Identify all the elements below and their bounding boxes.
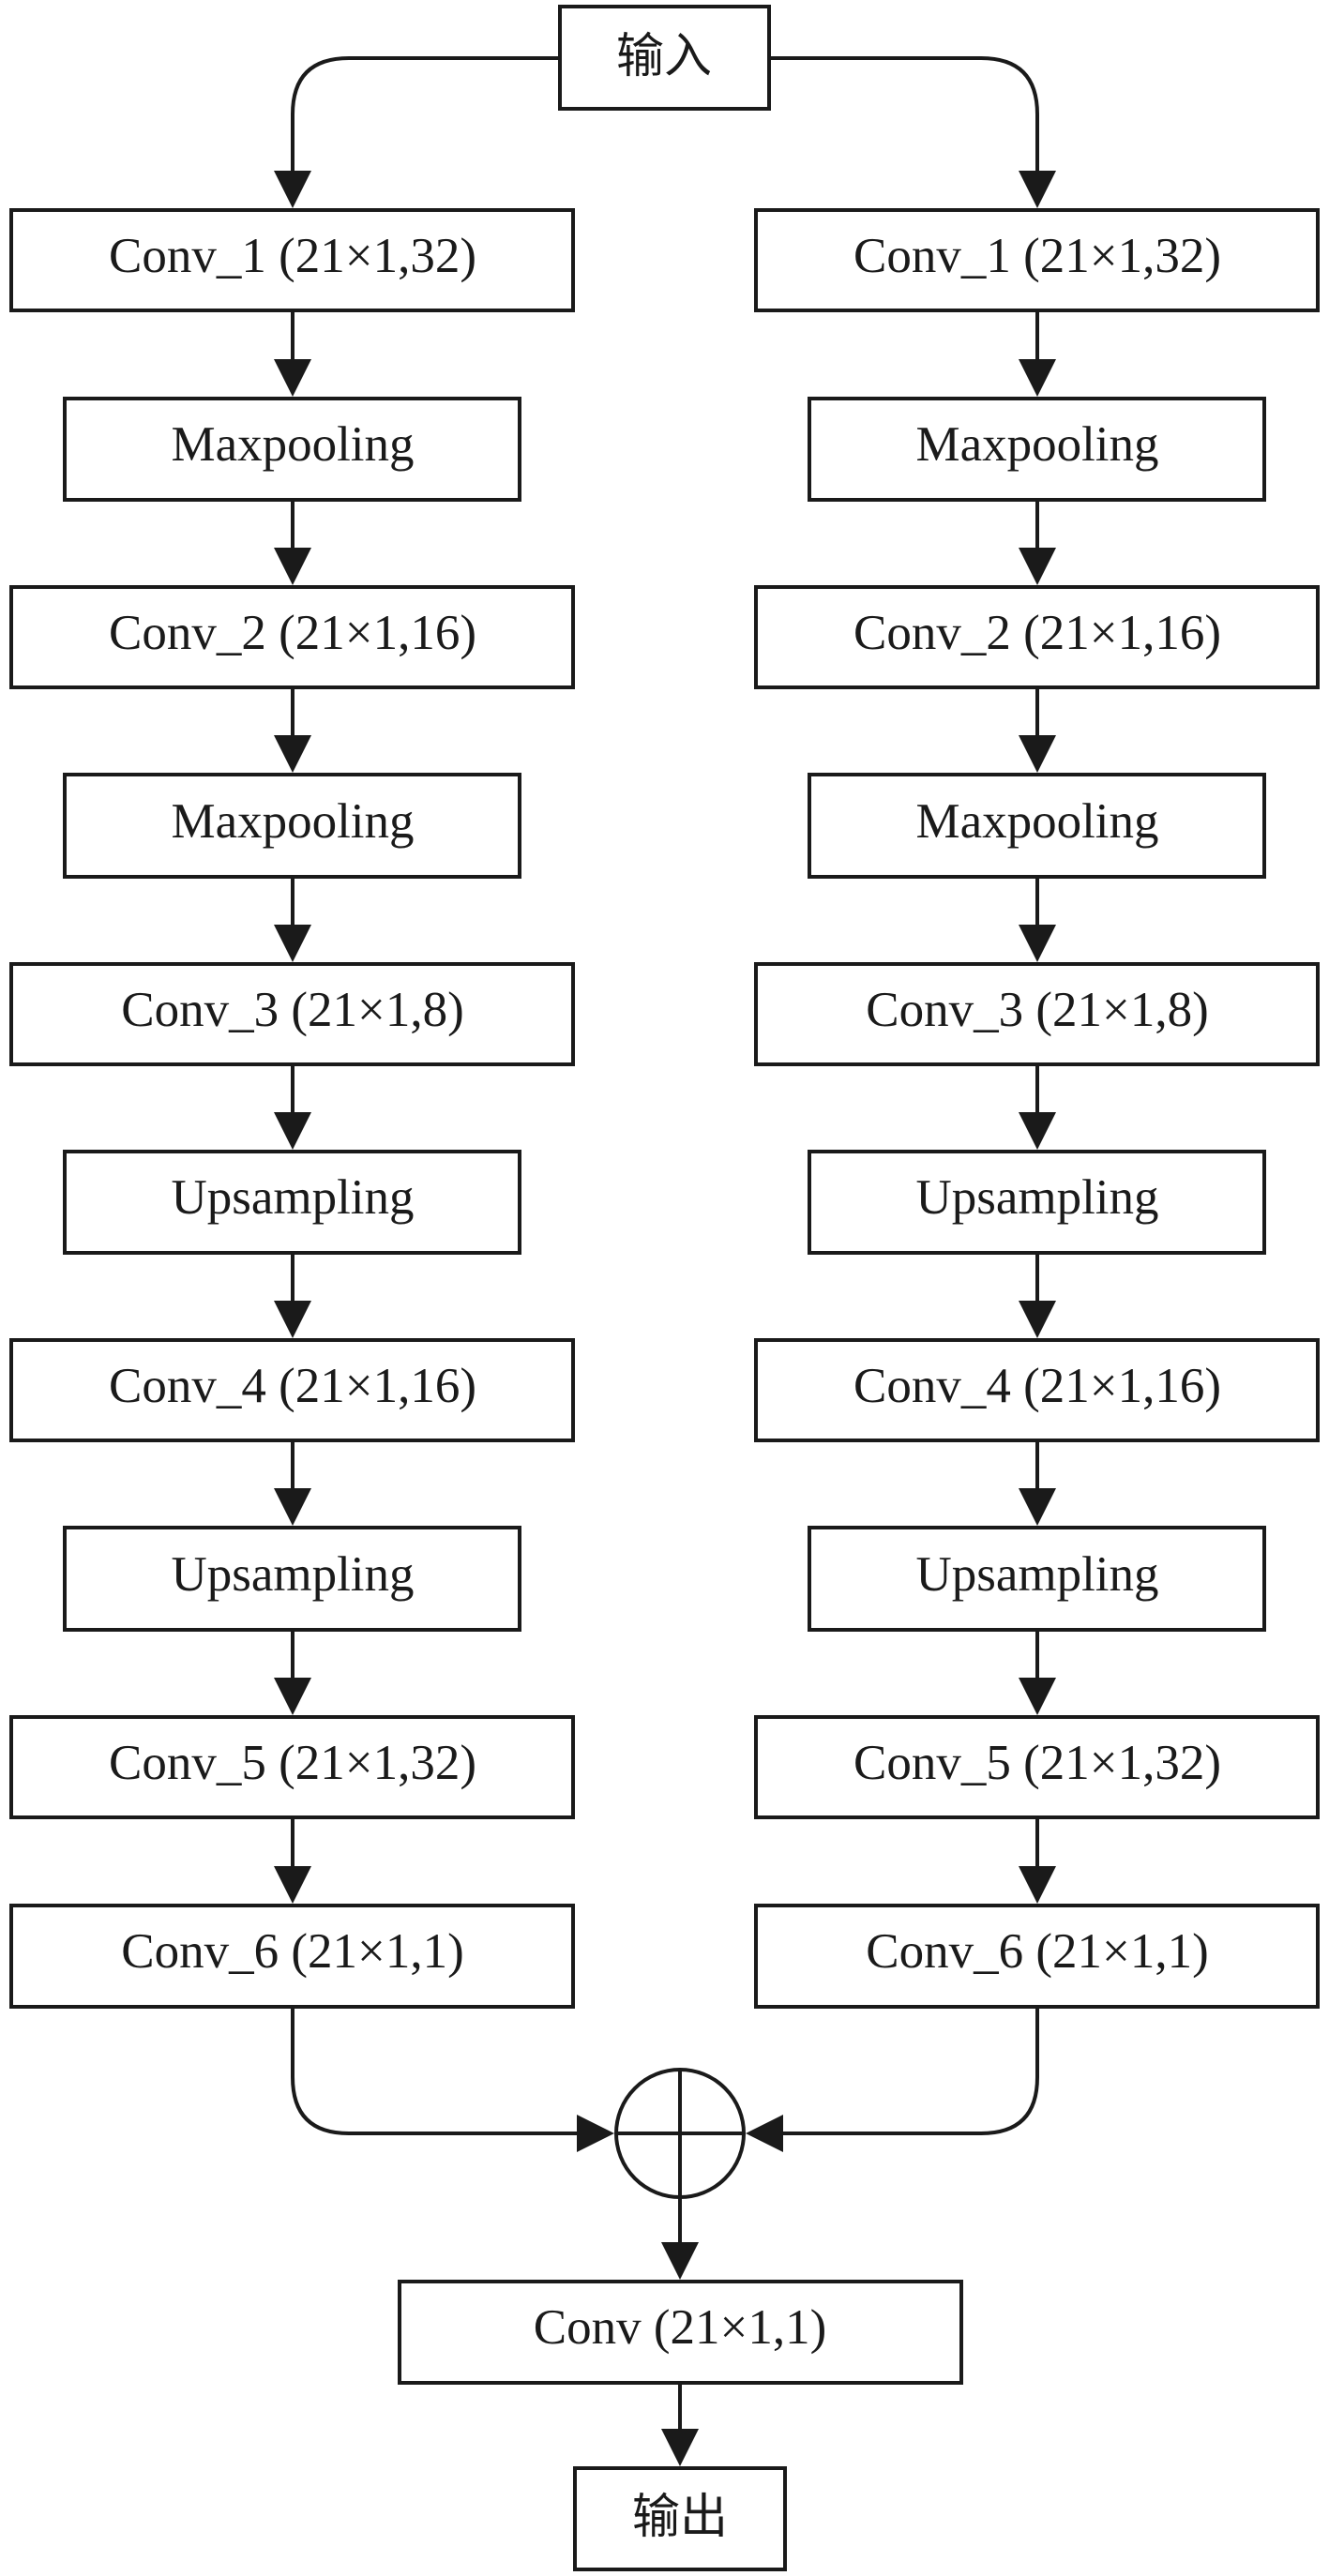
- layer-box: [754, 208, 1320, 312]
- layer-box: [9, 208, 575, 312]
- arrowhead: [274, 1678, 311, 1715]
- left-branch-to-sum: [291, 2007, 593, 2135]
- layer-box: [9, 1904, 575, 2009]
- layer-label: Maxpooling: [915, 417, 1158, 472]
- input-to-left-branch: [291, 56, 560, 186]
- final-conv-label: Conv (21×1,1): [534, 2300, 827, 2355]
- arrowhead: [1019, 1866, 1056, 1904]
- input-to-right-branch: [769, 56, 1039, 186]
- output-label: 输出: [632, 2490, 728, 2545]
- layer-label: Upsampling: [171, 1170, 414, 1225]
- layer-box: [9, 1338, 575, 1442]
- arrowhead: [1019, 735, 1056, 773]
- output-box: [573, 2466, 787, 2571]
- layer-box: [9, 1715, 575, 1819]
- layer-label: Conv_1 (21×1,32): [853, 229, 1221, 283]
- layer-box: [63, 1526, 521, 1632]
- layer-box: [808, 1150, 1266, 1255]
- arrowhead: [1019, 548, 1056, 585]
- layer-label: Upsampling: [171, 1547, 414, 1602]
- input-node: 输入: [558, 5, 771, 111]
- layer-box: [9, 962, 575, 1066]
- right-branch-to-sum: [767, 2007, 1039, 2135]
- layer-label: Maxpooling: [171, 794, 414, 849]
- output-node: 输出: [573, 2466, 787, 2571]
- arrowhead: [1019, 1112, 1056, 1150]
- arrowhead: [274, 1488, 311, 1526]
- arrowhead: [577, 2115, 614, 2152]
- arrowhead: [274, 925, 311, 962]
- arrowhead: [274, 548, 311, 585]
- arrowhead: [1019, 1678, 1056, 1715]
- arrowhead: [274, 1112, 311, 1150]
- arrowhead: [1019, 171, 1056, 208]
- layer-label: Maxpooling: [915, 794, 1158, 849]
- layer-label: Conv_3 (21×1,8): [866, 983, 1209, 1037]
- layer-label: Upsampling: [915, 1170, 1158, 1225]
- input-label: 输入: [616, 29, 712, 84]
- sum-node: [614, 2068, 746, 2199]
- right-branch: Conv_1 (21×1,32) Maxpooling Conv_2 (21×1…: [754, 208, 1320, 2009]
- arrowhead: [1019, 1488, 1056, 1526]
- layer-box: [9, 585, 575, 689]
- arrowhead: [274, 171, 311, 208]
- layer-box: [63, 397, 521, 502]
- input-box: [558, 5, 771, 111]
- layer-label: Maxpooling: [171, 417, 414, 472]
- left-branch: Conv_1 (21×1,32) Maxpooling Conv_2 (21×1…: [9, 208, 575, 2009]
- layer-label: Conv_3 (21×1,8): [121, 983, 464, 1037]
- arrowhead: [274, 735, 311, 773]
- layer-box: [754, 1904, 1320, 2009]
- arrowhead: [1019, 1301, 1056, 1338]
- final-conv-box: [398, 2280, 963, 2385]
- layer-label: Conv_4 (21×1,16): [853, 1359, 1221, 1413]
- arrowhead: [274, 359, 311, 397]
- layer-box: [754, 585, 1320, 689]
- layer-box: [754, 962, 1320, 1066]
- arrowhead: [661, 2429, 699, 2466]
- final-conv-node: Conv (21×1,1): [398, 2280, 963, 2385]
- layer-box: [63, 1150, 521, 1255]
- arrowhead: [1019, 359, 1056, 397]
- layer-box: [754, 1338, 1320, 1442]
- arrowhead: [274, 1866, 311, 1904]
- layer-box: [808, 397, 1266, 502]
- layer-box: [808, 1526, 1266, 1632]
- layer-label: Upsampling: [915, 1547, 1158, 1602]
- layer-label: Conv_5 (21×1,32): [853, 1736, 1221, 1790]
- arrowhead: [274, 1301, 311, 1338]
- layer-box: [808, 773, 1266, 879]
- arrowhead: [746, 2115, 783, 2152]
- layer-label: Conv_2 (21×1,16): [853, 606, 1221, 660]
- layer-label: Conv_5 (21×1,32): [109, 1736, 476, 1790]
- layer-box: [754, 1715, 1320, 1819]
- layer-label: Conv_6 (21×1,1): [866, 1924, 1209, 1979]
- connectors: [274, 56, 1056, 2466]
- layer-box: [63, 773, 521, 879]
- arrowhead: [1019, 925, 1056, 962]
- layer-label: Conv_2 (21×1,16): [109, 606, 476, 660]
- layer-label: Conv_4 (21×1,16): [109, 1359, 476, 1413]
- arrowhead: [661, 2242, 699, 2280]
- layer-label: Conv_1 (21×1,32): [109, 229, 476, 283]
- layer-label: Conv_6 (21×1,1): [121, 1924, 464, 1979]
